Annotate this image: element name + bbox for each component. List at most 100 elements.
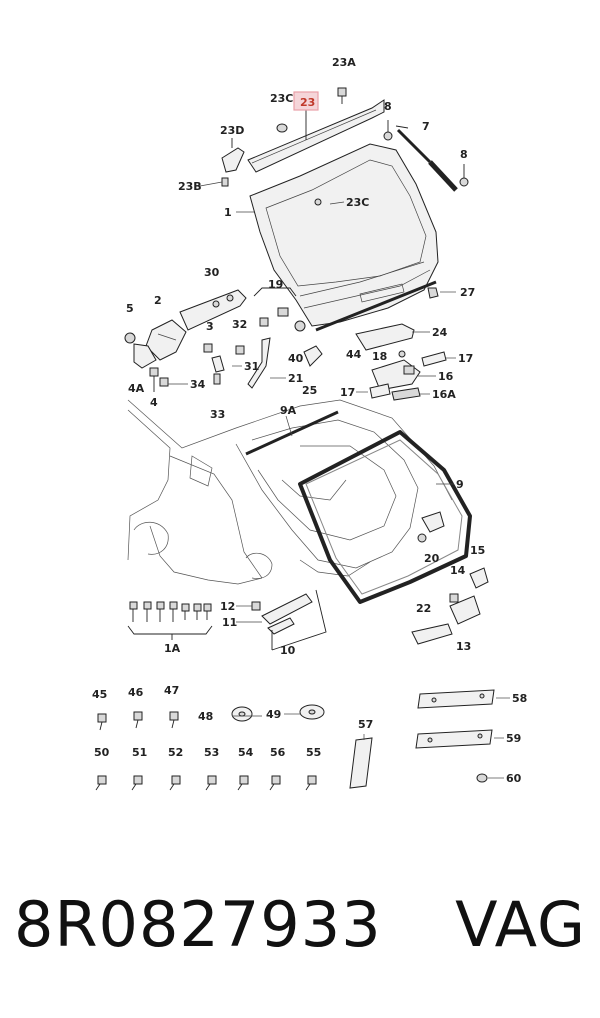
bolt-4 [149,367,159,392]
seal-16a [391,387,421,401]
screw-set-1a [127,601,213,640]
callout-9a: 9A [280,404,297,417]
light-17-top [421,351,447,367]
callout-27: 27 [460,286,475,299]
screw-33 [213,373,221,385]
callout-7: 7 [422,120,430,133]
callout-3: 3 [206,320,214,333]
callout-14: 14 [450,564,466,577]
lock-13 [449,595,481,625]
screw-56 [269,775,281,791]
grommet-48 [231,706,253,722]
part-18 [398,350,406,358]
nut-23c-top [276,123,288,133]
striker-20 [417,511,445,543]
callout-23-highlighted: 23 [300,96,315,109]
ball-pin-8-right [459,164,469,187]
callout-21: 21 [288,372,303,385]
plate-58 [417,689,495,709]
washer-5 [124,332,136,344]
screw-55 [305,775,317,791]
light-17-bottom [369,383,391,399]
highlight-box-23 [293,91,319,111]
callout-47: 47 [164,684,179,697]
callout-55: 55 [306,746,321,759]
parts-diagram: 23A 23C 23 8 7 23D 8 23B 23C 1 30 19 27 … [92,56,527,791]
screw-52 [169,775,181,791]
callout-23a: 23A [332,56,356,69]
callout-60: 60 [506,772,522,785]
callout-45: 45 [92,688,107,701]
callout-34: 34 [190,378,206,391]
brand-name: VAG [455,888,586,961]
callout-23b: 23B [178,180,202,193]
callout-53: 53 [204,746,219,759]
callout-23c-mid: 23C [346,196,369,209]
screw-45 [97,713,107,731]
callout-1a: 1A [164,642,181,655]
callout-31: 31 [244,360,259,373]
callout-40: 40 [288,352,304,365]
car-body-outline [127,399,453,585]
guide-21 [247,337,271,389]
callout-22: 22 [416,602,431,615]
grommet-49 [299,704,325,720]
screw-46 [133,711,143,729]
callout-52: 52 [168,746,183,759]
strip-44 [315,280,437,332]
callout-16a: 16A [432,388,456,401]
callout-48: 48 [198,710,213,723]
bolt-32 [235,345,245,355]
callout-9: 9 [456,478,464,491]
seal-9 [298,430,472,604]
callout-20: 20 [424,552,440,565]
screw-54 [237,775,249,791]
callout-15: 15 [470,544,485,557]
callout-51: 51 [132,746,147,759]
callout-5: 5 [126,302,134,315]
callout-1: 1 [224,206,232,219]
callout-59: 59 [506,732,521,745]
tailgate-part-1 [249,143,439,327]
cap-40 [294,320,306,332]
callout-19: 19 [268,278,283,291]
callout-32: 32 [232,318,247,331]
gas-strut-7 [395,125,458,192]
screw-23b [221,177,229,187]
callout-23c-top: 23C [270,92,293,105]
handle-24 [355,323,415,351]
callout-46: 46 [128,686,144,699]
screw-12 [251,601,261,611]
callout-23d: 23D [220,124,244,137]
plate-59 [415,729,493,749]
callout-11: 11 [222,616,237,629]
buffer-27 [427,287,439,299]
bracket-15 [469,567,489,589]
plate-4a [133,343,157,369]
nut-60 [476,773,488,783]
callout-18: 18 [372,350,387,363]
screw-51 [131,775,143,791]
part-number: 8R0827933 [14,888,382,961]
callout-56: 56 [270,746,286,759]
footer: 8R0827933 VAG [0,888,600,988]
callout-49: 49 [266,708,281,721]
leader-lines [168,181,510,779]
callout-24: 24 [432,326,448,339]
screw-47 [169,711,179,729]
screw-50 [95,775,107,791]
pad-57 [349,737,373,789]
clips-19 [253,287,297,327]
callout-30: 30 [204,266,220,279]
cover-22 [411,623,453,645]
bolt-23a [337,87,347,104]
screw-53 [205,775,217,791]
ball-pin-8-top [383,120,393,141]
housing-16 [371,359,421,391]
callout-44: 44 [346,348,362,361]
callout-4a: 4A [128,382,145,395]
callout-17-bottom: 17 [340,386,355,399]
callout-13: 13 [456,640,471,653]
callout-4: 4 [150,396,158,409]
callout-16: 16 [438,370,454,383]
